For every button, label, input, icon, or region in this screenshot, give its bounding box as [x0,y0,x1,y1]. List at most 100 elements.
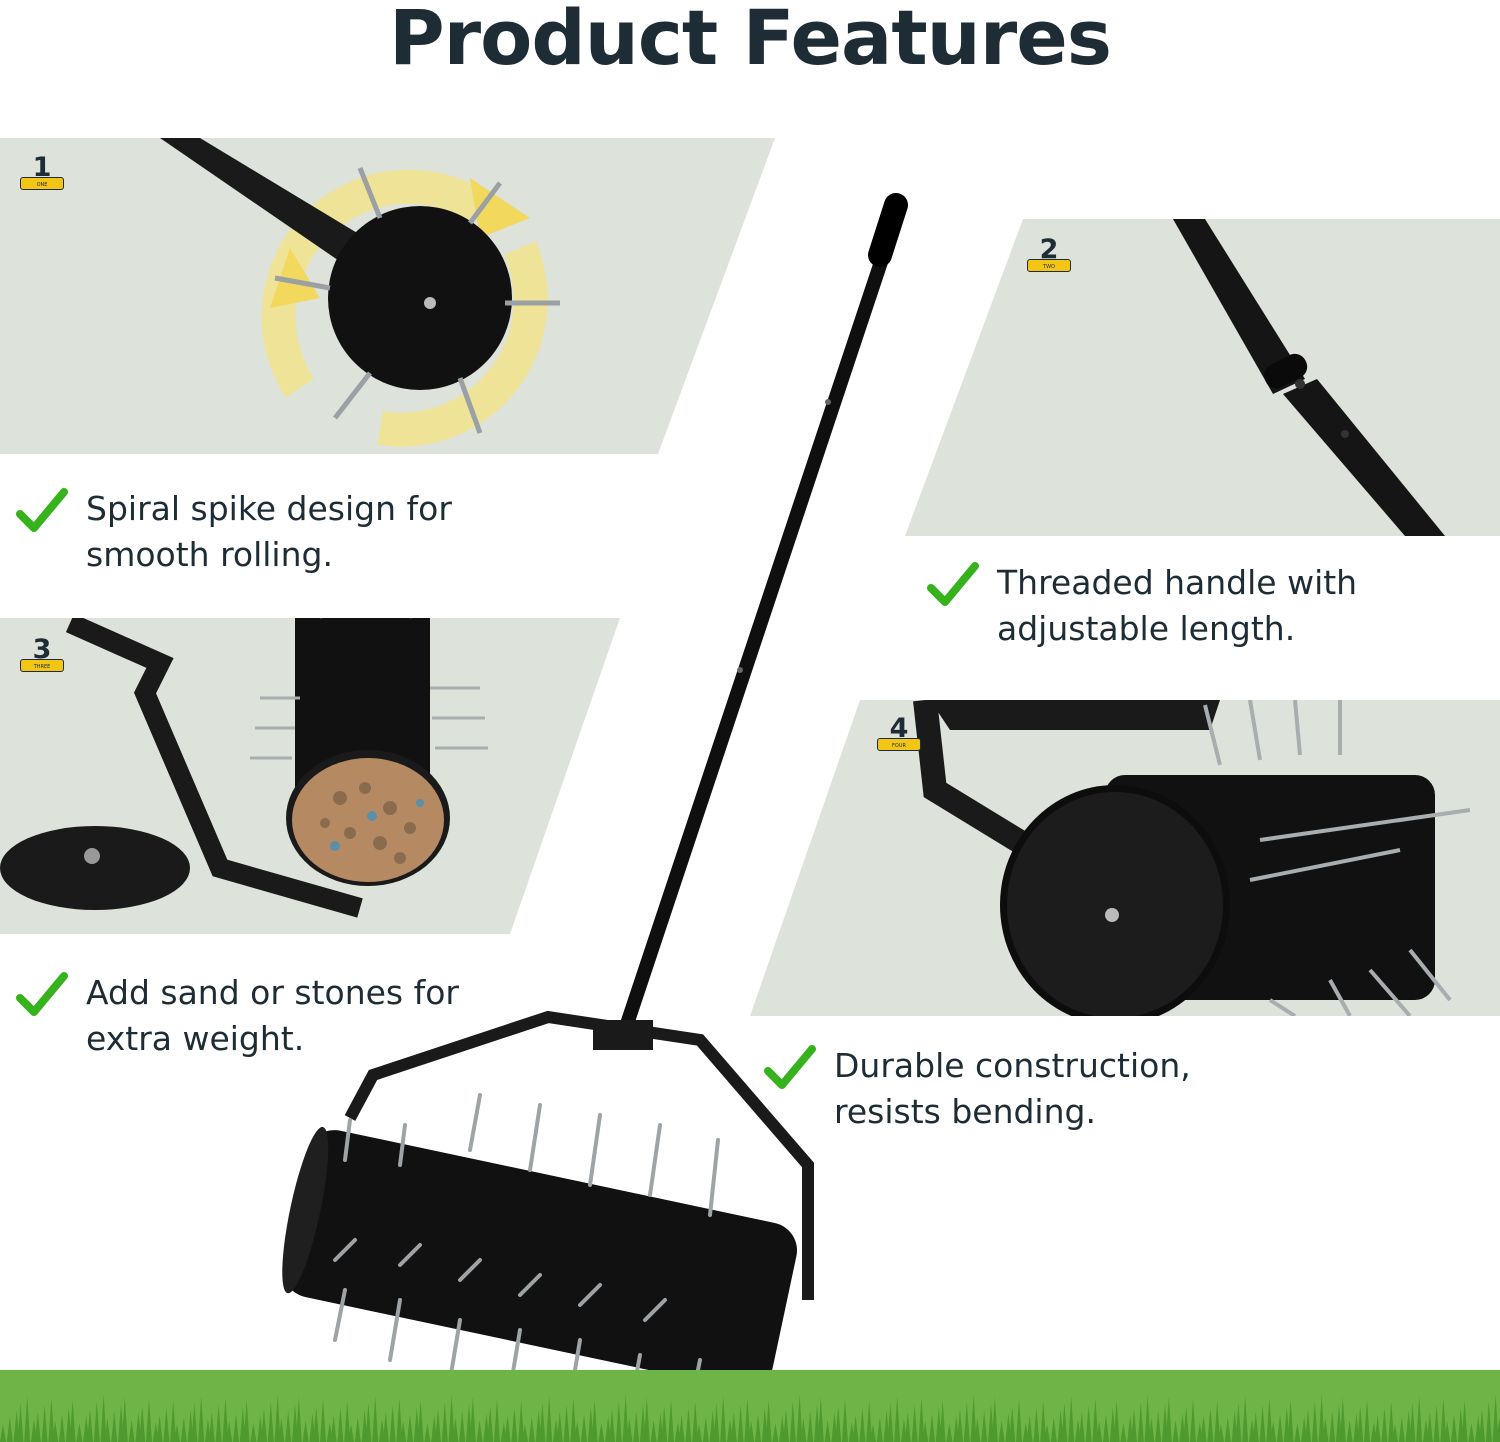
grass-blade [441,1402,448,1442]
number-badge-icon [1027,259,1071,272]
grass-blade [539,1403,546,1442]
grass-blade [274,1395,281,1442]
feature-text: Add sand or stones for extra weight. [86,970,459,1062]
grass-blade [783,1409,789,1442]
grass-blade [1311,1402,1318,1442]
number-badge-4: 4 FOUR [873,714,925,754]
grass-blade [911,1405,918,1442]
grass-blade [348,1424,354,1442]
grass-blade [1040,1401,1047,1442]
grass-blade [1364,1399,1370,1442]
grass-blade [685,1408,692,1442]
grass-blade [1357,1406,1364,1442]
grass-blade [591,1400,598,1442]
grass-blade [24,1396,31,1442]
grass-blade [1092,1398,1099,1442]
grass-blade [1235,1403,1242,1442]
grass-blade [922,1421,929,1442]
grass-blade [382,1412,389,1442]
grass-blade [93,1402,100,1442]
grass-blade [476,1420,483,1442]
grass-blade [100,1395,107,1442]
grass-blade [1392,1424,1398,1442]
number-badge-2: 2 TWO [1023,235,1075,275]
grass-blade [615,1402,622,1442]
grass-blade [407,1414,413,1442]
grass-blade [396,1398,403,1442]
grass-blade [696,1424,702,1442]
grass-blade [1444,1421,1451,1442]
grass-blade [981,1411,988,1442]
number-badge-icon [20,177,64,190]
grass-blade [970,1395,977,1442]
feature-durable: Durable construction, resists bending. [764,1043,1284,1143]
grass-blade [104,1418,111,1442]
feature-line-2: extra weight. [86,1019,305,1058]
grass-blade [337,1408,344,1442]
grass-blade [1068,1396,1075,1442]
feature-line-1: Add sand or stones for [86,973,459,1012]
grass-blade [737,1405,744,1442]
grass-blade [1183,1406,1190,1442]
grass-blade [1266,1398,1273,1442]
grass-blade [998,1420,1005,1442]
grass-blade [1492,1395,1499,1442]
grass-blade [111,1411,118,1442]
grass-blade [17,1403,24,1442]
grass-blade [1214,1401,1221,1442]
grass-blade [59,1414,65,1442]
grass-blade [1270,1421,1277,1442]
grass-blade [174,1424,180,1442]
grass-blade [1339,1397,1346,1442]
grass-blade [650,1420,657,1442]
grass-blade [180,1417,187,1442]
check-icon [16,972,68,1016]
grass-blade [1085,1405,1092,1442]
grass-blade [870,1424,876,1442]
grass-blade [1259,1405,1266,1442]
grass-blade [1294,1423,1301,1442]
grass-blade [528,1417,535,1442]
grass-blade [661,1406,668,1442]
grass-blade [1374,1415,1381,1442]
grass-blade [1120,1423,1127,1442]
grass-blade [372,1396,379,1442]
grass-blade [1479,1409,1485,1442]
grass-blade [522,1424,528,1442]
grass-blade [295,1397,302,1442]
grass-blade [678,1415,685,1442]
grass-blade [1318,1395,1325,1442]
feature-spiral-spike: Spiral spike design for smooth rolling. [16,486,516,586]
grass-blade [233,1414,239,1442]
grass-blade [1009,1406,1016,1442]
grass-blade [76,1423,83,1442]
grass-blade [191,1403,198,1442]
grass-blade [1044,1424,1050,1442]
grass-blade [668,1399,674,1442]
grass-blade [1287,1400,1294,1442]
grass-blade [876,1417,883,1442]
grass-blade [459,1411,466,1442]
grass-blade [772,1423,779,1442]
grass-blade [789,1402,796,1442]
grass-blade [1190,1399,1196,1442]
grass-blade [626,1418,633,1442]
grass-blade [835,1406,842,1442]
feature-line-2: resists bending. [834,1092,1096,1131]
grass-blade [278,1418,285,1442]
panel-3-illustration [0,618,620,934]
grass-blade [894,1396,901,1442]
grass-blade [1433,1405,1440,1442]
feature-threaded-handle: Threaded handle with adjustable length. [927,560,1467,660]
grass-blade [170,1401,177,1442]
grass-blade [1440,1398,1447,1442]
grass-blade [1322,1418,1329,1442]
grass-blade [354,1417,361,1442]
grass-blade [755,1414,761,1442]
grass-blade [1451,1414,1457,1442]
badge-number: 1 [32,152,52,183]
grass-blade [1277,1414,1283,1442]
feature-panel-4: 4 FOUR [750,700,1500,1016]
grass-blade [6,1417,13,1442]
